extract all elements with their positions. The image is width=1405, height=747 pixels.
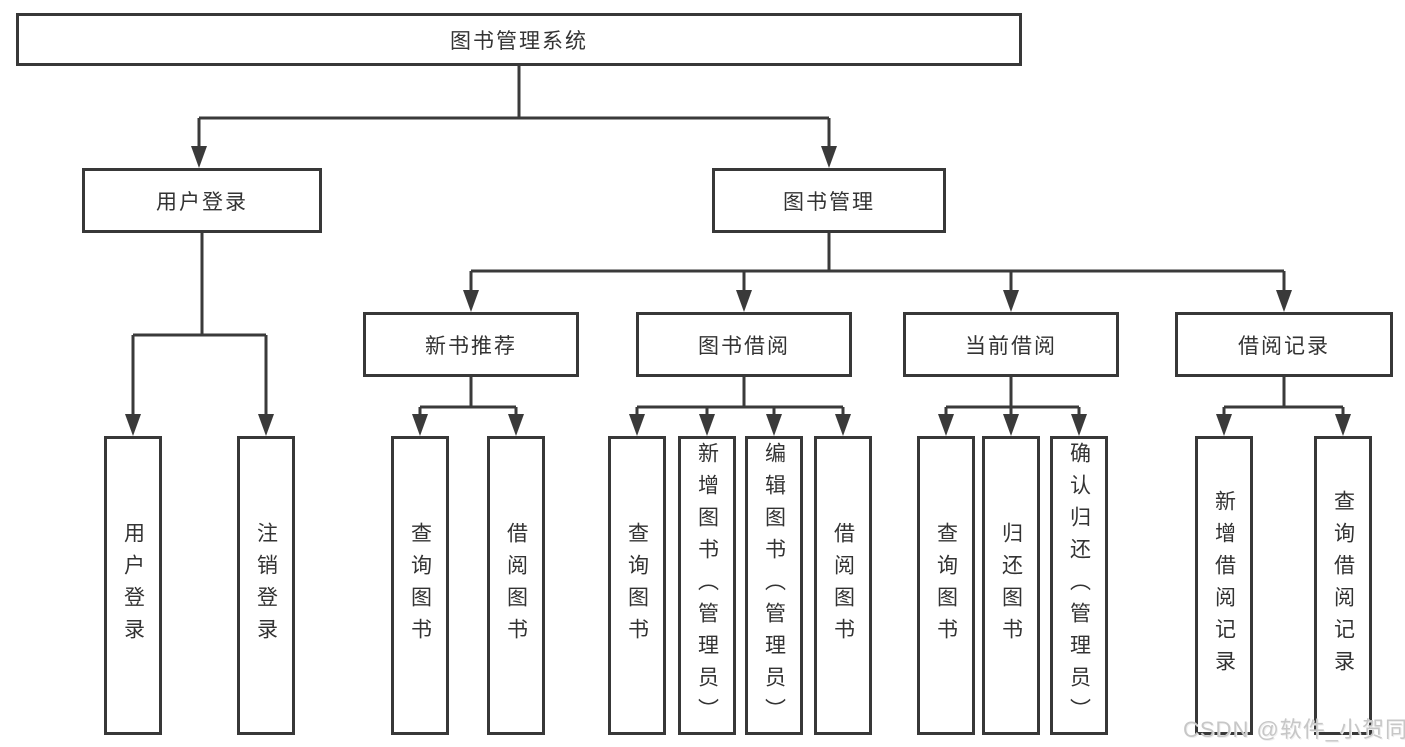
connector-new-book-recommend-to-children (412, 377, 524, 436)
connector-book-management-to-level3 (463, 233, 1292, 312)
node-user-login: 用户登录 (82, 168, 322, 233)
leaf-borrow-edit-books: 编辑图书（管理员） (745, 436, 803, 735)
connector-current-borrow-to-children (938, 377, 1087, 436)
leaf-current-return-books-label: 归还图书 (999, 521, 1023, 650)
node-book-management: 图书管理 (712, 168, 946, 233)
leaf-records-add-record: 新增借阅记录 (1195, 436, 1253, 735)
leaf-recommend-query-books: 查询图书 (391, 436, 449, 735)
leaf-user-login-label: 用户登录 (121, 521, 145, 650)
leaf-records-query-record-label: 查询借阅记录 (1331, 489, 1355, 682)
connector-user-login-to-children (125, 233, 274, 436)
leaf-borrow-edit-books-label: 编辑图书（管理员） (762, 441, 786, 730)
leaf-current-confirm-return: 确认归还（管理员） (1050, 436, 1108, 735)
connector-borrow-records-to-children (1216, 377, 1351, 436)
leaf-logout-label: 注销登录 (254, 521, 278, 650)
leaf-logout: 注销登录 (237, 436, 295, 735)
node-borrow-records-label: 借阅记录 (1238, 334, 1330, 358)
node-book-management-label: 图书管理 (783, 190, 875, 214)
leaf-user-login: 用户登录 (104, 436, 162, 735)
leaf-current-query-books-label: 查询图书 (934, 521, 958, 650)
leaf-current-return-books: 归还图书 (982, 436, 1040, 735)
leaf-borrow-query-books: 查询图书 (608, 436, 666, 735)
leaf-borrow-add-books: 新增图书（管理员） (678, 436, 736, 735)
leaf-current-query-books: 查询图书 (917, 436, 975, 735)
leaf-recommend-query-books-label: 查询图书 (408, 521, 432, 650)
node-current-borrow: 当前借阅 (903, 312, 1119, 377)
connector-book-borrow-to-children (629, 377, 851, 436)
leaf-borrow-borrow-books-label: 借阅图书 (831, 521, 855, 650)
leaf-recommend-borrow-books: 借阅图书 (487, 436, 545, 735)
leaf-borrow-borrow-books: 借阅图书 (814, 436, 872, 735)
leaf-borrow-add-books-label: 新增图书（管理员） (695, 441, 719, 730)
node-book-borrow: 图书借阅 (636, 312, 852, 377)
leaf-current-confirm-return-label: 确认归还（管理员） (1067, 441, 1091, 730)
leaf-records-add-record-label: 新增借阅记录 (1212, 489, 1236, 682)
node-user-login-label: 用户登录 (156, 190, 248, 214)
node-book-borrow-label: 图书借阅 (698, 334, 790, 358)
leaf-recommend-borrow-books-label: 借阅图书 (504, 521, 528, 650)
node-new-book-recommend: 新书推荐 (363, 312, 579, 377)
node-current-borrow-label: 当前借阅 (965, 334, 1057, 358)
leaf-borrow-query-books-label: 查询图书 (625, 521, 649, 650)
node-root-label: 图书管理系统 (450, 29, 588, 53)
connector-root-to-level2 (191, 66, 837, 168)
leaf-records-query-record: 查询借阅记录 (1314, 436, 1372, 735)
node-new-book-recommend-label: 新书推荐 (425, 334, 517, 358)
watermark: CSDN @软件_小贺同学 (1183, 717, 1405, 742)
node-borrow-records: 借阅记录 (1175, 312, 1393, 377)
node-root: 图书管理系统 (16, 13, 1022, 66)
